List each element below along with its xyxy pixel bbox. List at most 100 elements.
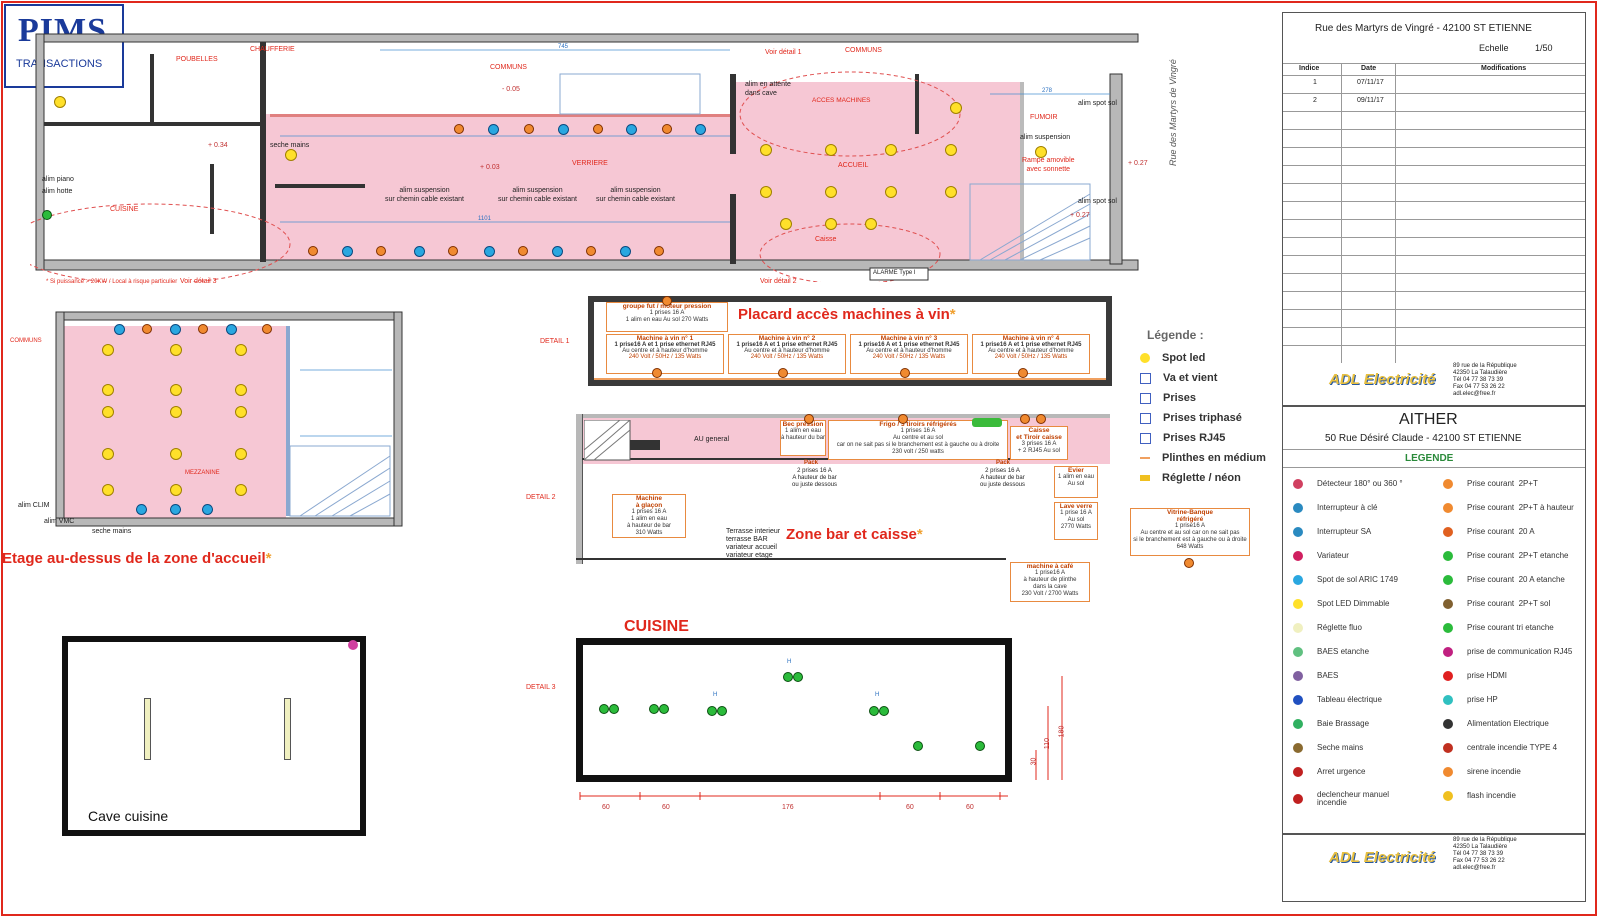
tb-company-addr: 89 rue de la République 42350 La Talaudi… xyxy=(1453,363,1517,397)
spot-led-icon xyxy=(1140,353,1150,364)
caisse-title: Caisse et Tiroir caisse xyxy=(1016,427,1062,441)
tb-grid-row xyxy=(1283,201,1585,202)
main-floor-plan: CHAUFFERIE POUBELLES COMMUNS COMMUNS Voi… xyxy=(30,14,1150,285)
prise-2pt-icon xyxy=(1443,479,1453,489)
tb-legend-item: BAES etanche xyxy=(1293,647,1369,657)
label-level-3: + 0.27 xyxy=(1128,160,1148,167)
tb-row xyxy=(1283,63,1585,64)
tb-legend-item: prise HDMI xyxy=(1443,671,1507,681)
label-rampe: Rampe amovible avec sonnette xyxy=(1022,157,1075,173)
prise xyxy=(1018,368,1028,378)
legend-main-label: Prises RJ45 xyxy=(1163,432,1226,444)
tb-legend-label: Prise courant 20 A etanche xyxy=(1467,575,1565,584)
tb-grid-row xyxy=(1283,183,1585,184)
legend-main-item: Plinthes en médium xyxy=(1140,452,1266,464)
tb-legend-item: Interrupteur SA xyxy=(1293,527,1371,537)
spot-led xyxy=(950,102,962,114)
detail1-wall-left xyxy=(588,296,594,386)
tb-legend-item: Détecteur 180° ou 360 ° xyxy=(1293,479,1403,489)
spot-sol xyxy=(626,124,637,135)
detail2-title-star: * xyxy=(916,526,923,543)
tb-legend-item: Prise courant 20 A xyxy=(1443,527,1535,537)
machine-vin-title: Machine à vin n° 2 xyxy=(758,335,816,342)
prise xyxy=(198,324,208,334)
label-voir-detail-1: Voir détail 1 xyxy=(765,49,802,56)
spot-led-dimmable-icon xyxy=(1293,599,1303,609)
pack2-lines: 2 prises 16 A A hauteur de bar ou juste … xyxy=(980,468,1026,488)
legend-main-item: Va et vient xyxy=(1140,372,1217,384)
spot-led xyxy=(865,218,877,230)
vitrine-title: Vitrine-Banque réfrigéré xyxy=(1166,509,1214,523)
floor-plan-walls xyxy=(30,33,1139,282)
prise xyxy=(804,414,814,424)
spot-led xyxy=(102,406,114,418)
legend-main-item: Prises RJ45 xyxy=(1140,432,1225,444)
detail2-bottom xyxy=(576,558,1006,560)
tb-grid-row xyxy=(1283,237,1585,238)
detail2-neon xyxy=(972,418,1002,427)
tb-legend-item: Spot LED Dimmable xyxy=(1293,599,1389,609)
label-voir-detail-3: Voir détail 3 xyxy=(180,278,217,285)
prise-rj45-icon xyxy=(1443,647,1453,657)
prise xyxy=(376,246,386,256)
pack1-lines: 2 prises 16 A A hauteur de bar ou juste … xyxy=(792,468,838,488)
tb-legend-item: flash incendie xyxy=(1443,791,1516,801)
cuisine-prise xyxy=(975,741,985,751)
tb-legend-item: sirene incendie xyxy=(1443,767,1521,777)
spot-led xyxy=(170,384,182,396)
detail3-label: DETAIL 3 xyxy=(526,684,556,691)
legend-main-label: Plinthes en médium xyxy=(1162,452,1266,464)
label-alarme: ALARME Type I xyxy=(873,270,916,276)
tb-legend-label: prise de communication RJ45 xyxy=(1467,647,1573,656)
centrale-icon xyxy=(1443,743,1453,753)
prise xyxy=(1020,414,1030,424)
machine-vin-sub: Au centre et à hauteur d'homme xyxy=(866,348,952,354)
variateur-icon xyxy=(1293,551,1303,561)
tb-grid-row xyxy=(1283,147,1585,148)
spot-led xyxy=(170,484,182,496)
machine-vin-box: Machine à vin n° 2 1 prise16 A et 1 pris… xyxy=(728,334,846,374)
machine-cafe-box: machine à café 1 prise16 A à hauteur de … xyxy=(1010,562,1090,602)
tb-legend-label: Arret urgence xyxy=(1317,767,1366,776)
tb-legend-item: Seche mains xyxy=(1293,743,1363,753)
prise xyxy=(308,246,318,256)
tb-grid-row xyxy=(1283,165,1585,166)
prise xyxy=(1036,414,1046,424)
cave-reglette xyxy=(144,698,151,760)
tb-legend-item: Prise courant 2P+T etanche xyxy=(1443,551,1568,561)
spot-led xyxy=(102,448,114,460)
label-communs-top: COMMUNS xyxy=(845,47,882,54)
cuisine-dim: 60 xyxy=(906,804,914,811)
machine-glacon-box: Machine à glaçon 1 prises 16 A 1 alim en… xyxy=(612,494,686,538)
spot-led xyxy=(235,344,247,356)
tb-row xyxy=(1283,75,1585,76)
tb-col-line xyxy=(1395,63,1396,363)
interrupteur-cle-icon xyxy=(1293,503,1303,513)
spot-led xyxy=(885,144,897,156)
au-general: AU general xyxy=(694,436,730,443)
terrasse-text: Terrasse interieur terrasse BAR variateu… xyxy=(726,528,781,559)
tb-company-name: ADL Electricité xyxy=(1329,371,1436,388)
label-caisse: Caisse xyxy=(815,236,837,243)
machine-vin-watts: 240 Volt / 50Hz / 135 Watts xyxy=(628,354,702,360)
spot-led xyxy=(235,448,247,460)
tb-col-modifs: Modifications xyxy=(1481,65,1527,72)
cuisine-side-dims xyxy=(1035,676,1063,780)
evier-lines: 1 alim en eau Au sol xyxy=(1057,474,1095,487)
mezzanine-title-star: * xyxy=(265,550,272,567)
tb-legend-item: declencheur manuel incendie xyxy=(1293,791,1389,807)
detail2-wall-top xyxy=(576,414,1110,418)
label-voir-detail-2: Voir détail 2 xyxy=(760,278,797,285)
cuisine-prise-double xyxy=(869,703,889,721)
tb-legend-item: Spot de sol ARIC 1749 xyxy=(1293,575,1398,585)
detail2-wall-left xyxy=(576,414,583,564)
tb-legend-label: BAES etanche xyxy=(1317,647,1370,656)
spot-led xyxy=(235,384,247,396)
tb-col-line xyxy=(1341,63,1342,363)
tb-grid-row xyxy=(1283,93,1585,94)
spot-led xyxy=(235,406,247,418)
legend-main-item: Réglette / néon xyxy=(1140,472,1241,484)
cuisine-prise-double xyxy=(783,669,803,687)
prise-tri-icon xyxy=(1443,623,1453,633)
